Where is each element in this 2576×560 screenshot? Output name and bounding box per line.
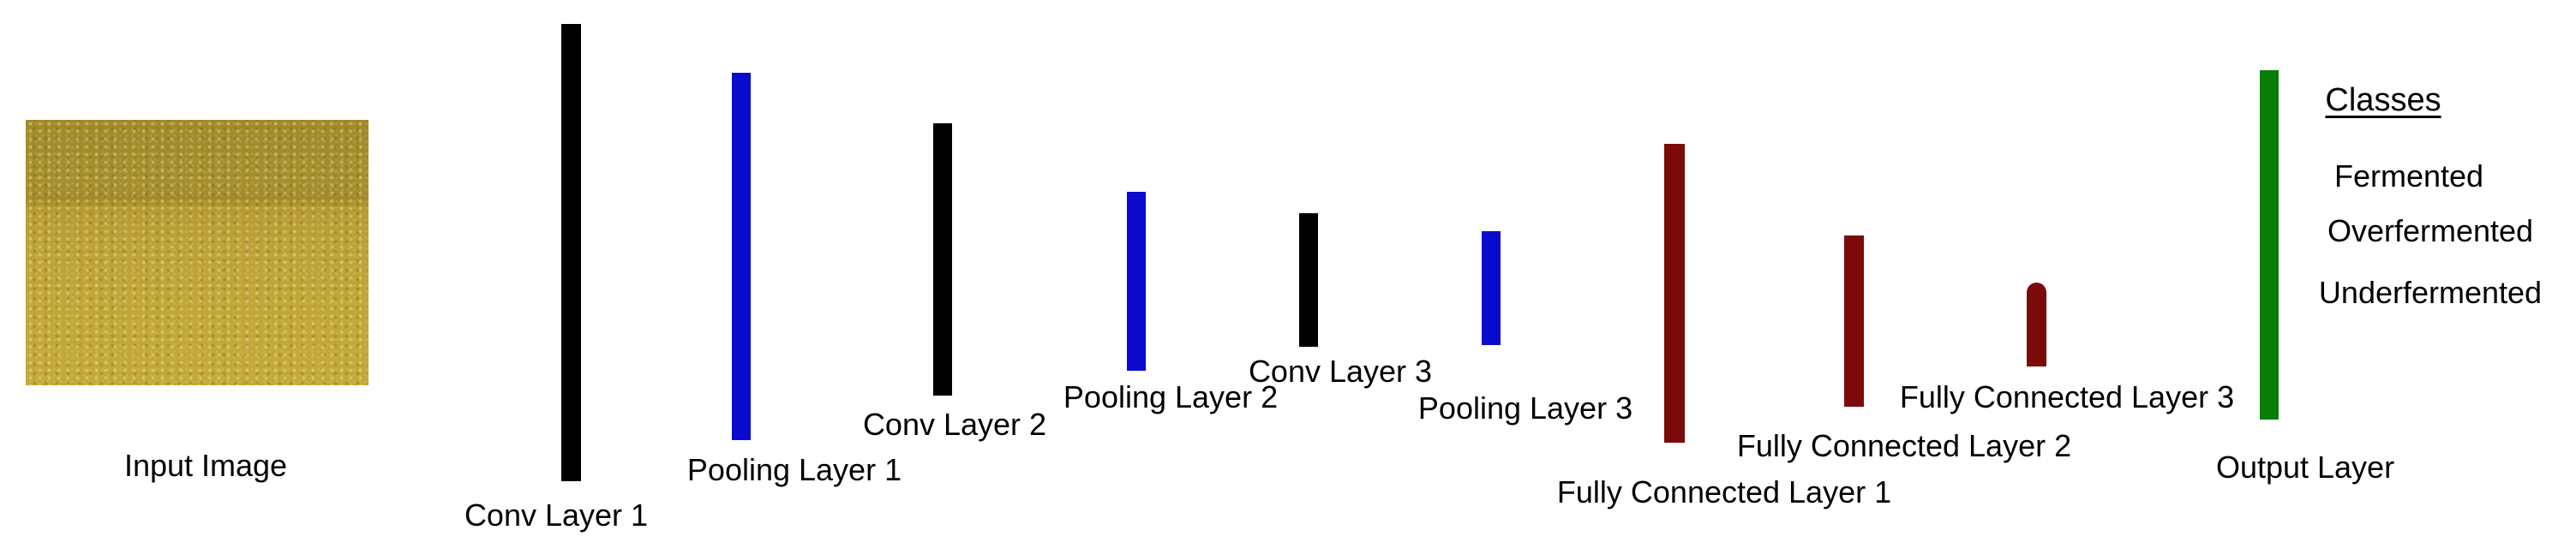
classes-title: Classes xyxy=(2325,82,2441,118)
fully-connected-layer-2-bar xyxy=(1844,235,1864,407)
class-item-fermented: Fermented xyxy=(2333,158,2484,194)
fully-connected-layer-1-bar xyxy=(1664,144,1685,443)
conv-layer-1-label: Conv Layer 1 xyxy=(464,497,649,533)
fully-connected-layer-3-bar xyxy=(2027,283,2046,366)
conv-layer-2-bar xyxy=(933,123,952,396)
fully-connected-layer-1-label: Fully Connected Layer 1 xyxy=(1556,474,1892,509)
fully-connected-layer-3-label: Fully Connected Layer 3 xyxy=(1899,379,2235,414)
class-item-overfermented: Overfermented xyxy=(2327,213,2534,248)
conv-layer-1-bar xyxy=(561,24,581,481)
pooling-layer-2-label: Pooling Layer 2 xyxy=(1063,379,1279,414)
input-image-label: Input Image xyxy=(123,448,288,483)
output-layer-bar xyxy=(2260,70,2279,420)
pooling-layer-2-bar xyxy=(1127,192,1146,371)
input-image xyxy=(26,120,368,385)
conv-layer-3-label: Conv Layer 3 xyxy=(1248,354,1433,389)
pooling-layer-1-bar xyxy=(732,73,751,440)
output-layer-label: Output Layer xyxy=(2215,450,2395,485)
fully-connected-layer-2-label: Fully Connected Layer 2 xyxy=(1736,428,2072,463)
conv-layer-2-label: Conv Layer 2 xyxy=(862,407,1047,442)
pooling-layer-1-label: Pooling Layer 1 xyxy=(686,452,902,487)
conv-layer-3-bar xyxy=(1299,213,1318,347)
class-item-underfermented: Underfermented xyxy=(2318,275,2543,310)
pooling-layer-3-bar xyxy=(1482,231,1501,345)
pooling-layer-3-label: Pooling Layer 3 xyxy=(1417,390,1633,426)
